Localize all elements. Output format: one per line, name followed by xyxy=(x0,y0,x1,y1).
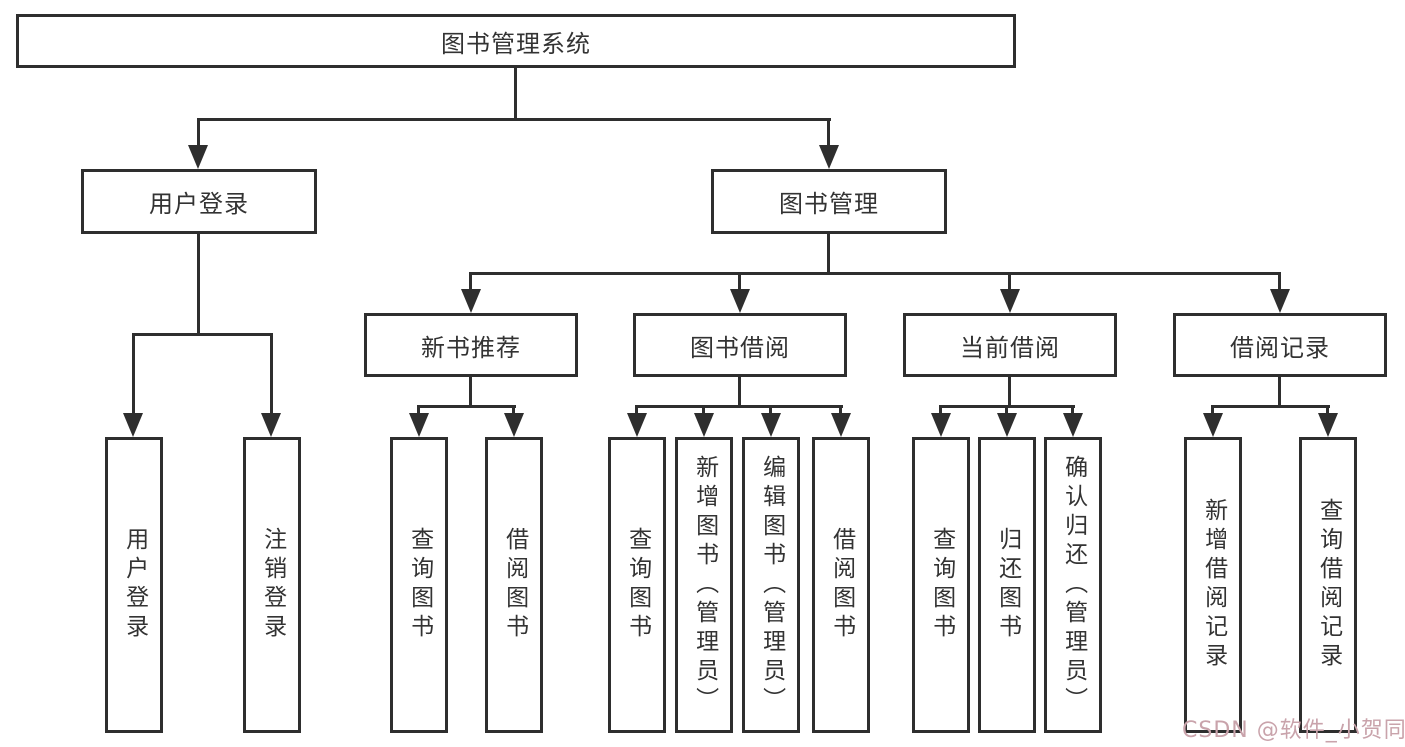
connector-shaft-leaf-user-login xyxy=(132,333,135,415)
connector-shaft-book-management xyxy=(827,118,830,148)
leaf-user-login-label: 用户登录 xyxy=(121,527,148,643)
arrowhead-down-icon xyxy=(931,413,951,437)
leaf-user-login: 用户登录 xyxy=(105,437,163,733)
leaf-label: 编辑图书（管理员） xyxy=(758,454,785,716)
leaf-return-books: 归还图书 xyxy=(978,437,1036,733)
connector-shaft xyxy=(635,405,638,418)
arrowhead-down-icon xyxy=(1270,289,1290,313)
connector-shaft-book-borrow xyxy=(738,272,741,292)
node-user-login: 用户登录 xyxy=(81,169,317,234)
connector-shaft xyxy=(417,405,420,418)
connector-level3-hbar xyxy=(470,272,1281,275)
arrowhead-down-icon xyxy=(123,413,143,437)
node-new-book-recommend-label: 新书推荐 xyxy=(421,333,521,362)
connector-shaft xyxy=(939,405,942,418)
leaf-logout-label: 注销登录 xyxy=(259,527,286,643)
connector-shaft xyxy=(1071,405,1074,418)
arrowhead-down-icon xyxy=(1318,413,1338,437)
node-new-book-recommend: 新书推荐 xyxy=(364,313,578,377)
connector-shaft xyxy=(1005,405,1008,418)
leaf-add-borrow-record: 新增借阅记录 xyxy=(1184,437,1242,733)
node-root-label: 图书管理系统 xyxy=(441,29,591,58)
leaf-label: 新增图书（管理员） xyxy=(691,454,718,716)
leaf-label: 确认归还（管理员） xyxy=(1060,454,1087,716)
connector-shaft xyxy=(769,405,772,418)
node-book-management: 图书管理 xyxy=(711,169,947,234)
connector-book-management-stem xyxy=(827,234,830,274)
arrowhead-down-icon xyxy=(261,413,281,437)
node-borrowing-records: 借阅记录 xyxy=(1173,313,1387,377)
arrowhead-down-icon xyxy=(831,413,851,437)
leaf-label: 查询图书 xyxy=(928,527,955,643)
connector-shaft-borrow-record xyxy=(1278,272,1281,292)
arrowhead-down-icon xyxy=(504,413,524,437)
connector-groupA-hbar xyxy=(418,405,516,408)
connector-shaft-new-book xyxy=(469,272,472,292)
arrowhead-down-icon xyxy=(1000,289,1020,313)
node-root: 图书管理系统 xyxy=(16,14,1016,68)
connector-groupC-stem xyxy=(1008,377,1011,407)
leaf-edit-books-admin: 编辑图书（管理员） xyxy=(742,437,800,733)
leaf-label: 查询图书 xyxy=(406,527,433,643)
leaf-query-books-recommend: 查询图书 xyxy=(390,437,448,733)
leaf-query-books-current: 查询图书 xyxy=(912,437,970,733)
connector-shaft xyxy=(1211,405,1214,418)
node-book-borrowing-label: 图书借阅 xyxy=(690,333,790,362)
connector-root-stem xyxy=(514,68,517,120)
arrowhead-down-icon xyxy=(188,145,208,169)
leaf-add-books-admin: 新增图书（管理员） xyxy=(675,437,733,733)
arrowhead-down-icon xyxy=(461,289,481,313)
arrowhead-down-icon xyxy=(761,413,781,437)
leaf-label: 借阅图书 xyxy=(501,527,528,643)
node-book-borrowing: 图书借阅 xyxy=(633,313,847,377)
leaf-label: 新增借阅记录 xyxy=(1200,498,1227,672)
leaf-confirm-return-admin: 确认归还（管理员） xyxy=(1044,437,1102,733)
connector-groupB-hbar xyxy=(636,405,843,408)
node-user-login-label: 用户登录 xyxy=(149,190,249,218)
leaf-label: 查询图书 xyxy=(624,527,651,643)
connector-shaft xyxy=(702,405,705,418)
arrowhead-down-icon xyxy=(627,413,647,437)
arrowhead-down-icon xyxy=(409,413,429,437)
connector-shaft xyxy=(1326,405,1329,418)
leaf-query-borrow-record: 查询借阅记录 xyxy=(1299,437,1357,733)
connector-shaft-current-borrow xyxy=(1008,272,1011,292)
node-book-management-label: 图书管理 xyxy=(779,190,879,218)
leaf-label: 查询借阅记录 xyxy=(1315,498,1342,672)
connector-user-login-hbar xyxy=(132,333,273,336)
leaf-logout: 注销登录 xyxy=(243,437,301,733)
arrowhead-down-icon xyxy=(819,145,839,169)
leaf-borrow-books-borrowing: 借阅图书 xyxy=(812,437,870,733)
leaf-label: 归还图书 xyxy=(994,527,1021,643)
connector-groupA-stem xyxy=(469,377,472,407)
leaf-borrow-books-recommend: 借阅图书 xyxy=(485,437,543,733)
connector-user-login-stem xyxy=(197,234,200,335)
connector-level2-hbar xyxy=(197,118,831,121)
connector-shaft xyxy=(512,405,515,418)
leaf-label: 借阅图书 xyxy=(828,527,855,643)
leaf-query-books-borrowing: 查询图书 xyxy=(608,437,666,733)
node-borrowing-records-label: 借阅记录 xyxy=(1230,333,1330,362)
arrowhead-down-icon xyxy=(1203,413,1223,437)
node-current-borrowing-label: 当前借阅 xyxy=(960,333,1060,362)
arrowhead-down-icon xyxy=(694,413,714,437)
watermark: CSDN @软件_小贺同学 xyxy=(1182,718,1405,743)
connector-shaft-leaf-logout xyxy=(270,333,273,415)
arrowhead-down-icon xyxy=(997,413,1017,437)
arrowhead-down-icon xyxy=(1063,413,1083,437)
connector-groupB-stem xyxy=(738,377,741,407)
connector-shaft-user-login xyxy=(197,118,200,148)
node-current-borrowing: 当前借阅 xyxy=(903,313,1117,377)
connector-groupD-stem xyxy=(1278,377,1281,407)
arrowhead-down-icon xyxy=(730,289,750,313)
connector-groupD-hbar xyxy=(1211,405,1330,408)
connector-shaft xyxy=(839,405,842,418)
